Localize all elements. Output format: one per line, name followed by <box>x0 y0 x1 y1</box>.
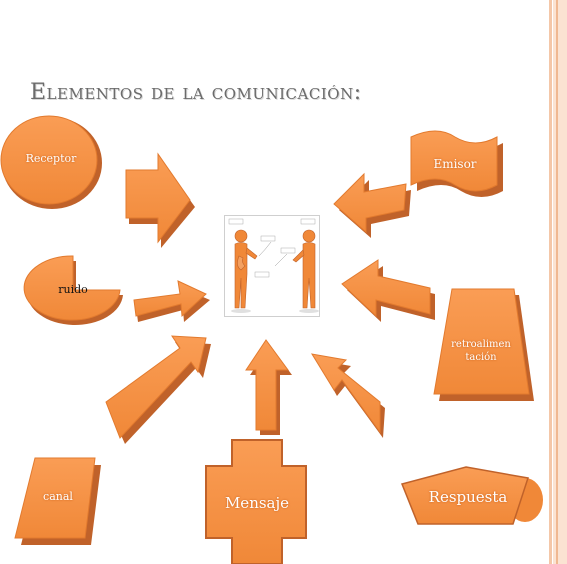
arrow-from-receptor <box>125 152 195 248</box>
side-bar-line <box>556 0 558 564</box>
arrow-from-canal <box>105 335 211 444</box>
canal-label: canal <box>43 490 73 503</box>
figures-icon <box>228 218 319 313</box>
arrow-from-mensaje <box>245 339 292 435</box>
receptor-shape <box>0 115 102 209</box>
respuesta-shape <box>400 466 543 525</box>
ruido-label: ruido <box>58 283 88 296</box>
communication-figures-image <box>224 215 320 317</box>
canal-shape <box>14 457 101 545</box>
side-bar-accent <box>549 0 552 564</box>
arrow-from-retroalimentacion <box>341 259 435 322</box>
emisor-shape <box>410 130 503 197</box>
mensaje-label: Mensaje <box>224 494 290 512</box>
emisor-label: Emisor <box>433 157 477 171</box>
respuesta-label: Respuesta <box>428 488 508 506</box>
arrow-from-respuesta <box>310 353 385 438</box>
retroalimentacion-label: retroalimen tación <box>438 338 524 364</box>
arrow-from-emisor <box>333 172 411 238</box>
mensaje-shape <box>205 439 307 564</box>
receptor-label: Receptor <box>25 152 77 165</box>
retroalimentacion-label-line2: tación <box>465 352 497 363</box>
ruido-shape <box>23 255 123 325</box>
retroalimentacion-shape <box>433 288 534 401</box>
retroalimentacion-label-line1: retroalimen <box>451 339 511 350</box>
arrow-from-ruido <box>133 280 210 322</box>
slide-title: Elementos de la comunicación: <box>30 80 362 105</box>
